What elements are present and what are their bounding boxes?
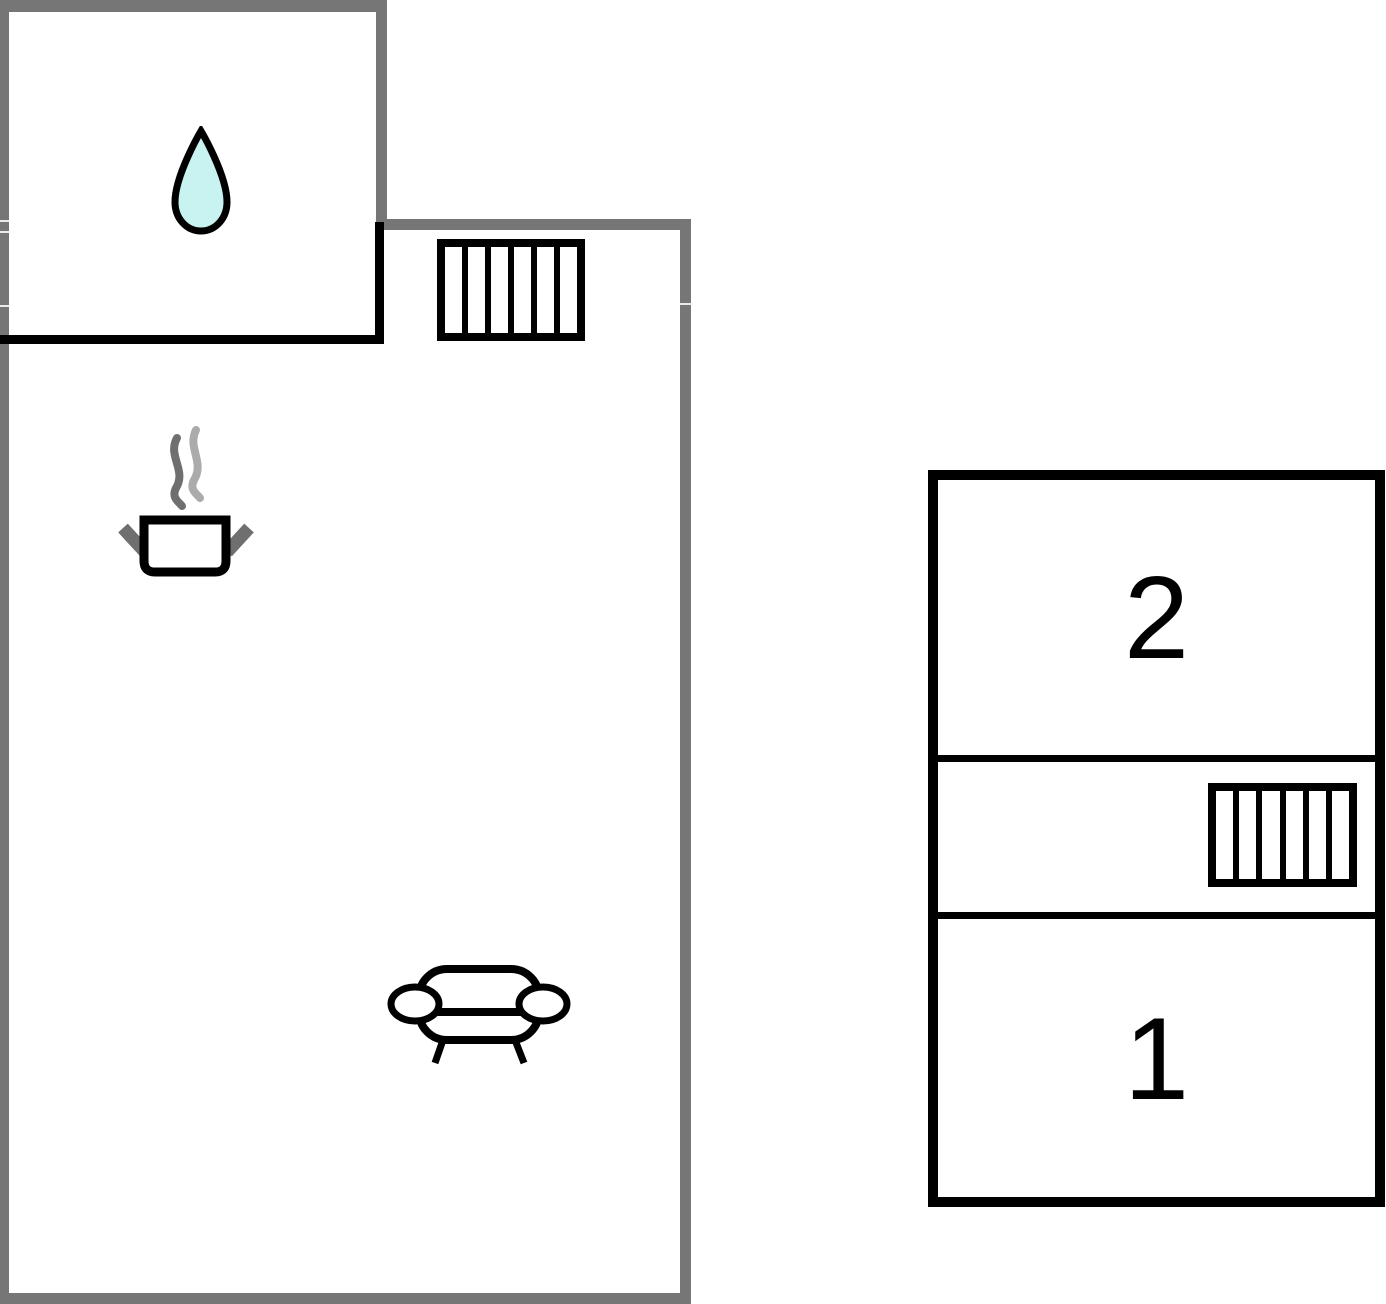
room-divider-lower	[938, 912, 1375, 919]
stair-step	[1216, 791, 1234, 879]
wall-joint	[680, 303, 691, 305]
left-unit-top-wall	[0, 0, 387, 12]
stairs-icon	[1208, 783, 1357, 887]
sofa-armrest-left	[387, 983, 443, 1025]
sofa-armrest-right	[515, 983, 571, 1025]
wall-joint	[0, 231, 9, 233]
stairs-icon	[437, 239, 585, 341]
stair-step	[485, 247, 508, 333]
stair-step	[531, 247, 554, 333]
bathroom-right-exterior-wall	[376, 0, 387, 222]
water-drop-icon	[171, 126, 231, 235]
stair-step	[1302, 791, 1326, 879]
stair-step	[554, 247, 577, 333]
stair-step	[462, 247, 485, 333]
sofa-icon	[387, 965, 571, 1065]
annex-top-wall	[376, 219, 691, 230]
steam-wave-light	[188, 426, 204, 502]
room-divider-upper	[938, 755, 1375, 762]
left-unit-left-wall	[0, 0, 9, 1304]
wall-joint	[0, 220, 9, 222]
stair-step	[1279, 791, 1303, 879]
room-1-label: 1	[1123, 992, 1190, 1124]
stair-step	[445, 247, 462, 333]
room-1: 1	[938, 919, 1375, 1197]
wall-joint	[0, 305, 9, 307]
right-unit: 2 1	[928, 470, 1385, 1207]
pot-body	[139, 515, 231, 577]
left-unit	[0, 0, 691, 1304]
left-unit-bottom-wall	[0, 1293, 691, 1304]
sofa-leg-left	[431, 1038, 447, 1065]
stair-step	[1325, 791, 1350, 879]
stair-step	[508, 247, 531, 333]
room-2-label: 2	[1123, 552, 1190, 683]
bathroom-right-wall	[375, 222, 384, 344]
left-unit-right-wall	[680, 219, 691, 1304]
steam-wave-dark	[170, 434, 186, 510]
room-2: 2	[938, 480, 1375, 755]
stair-step	[1233, 791, 1257, 879]
sofa-leg-right	[511, 1038, 528, 1065]
stair-step	[1256, 791, 1280, 879]
cooking-pot-icon	[118, 426, 254, 577]
pot-handle-right	[222, 523, 254, 557]
bathroom-bottom-wall	[0, 335, 384, 344]
